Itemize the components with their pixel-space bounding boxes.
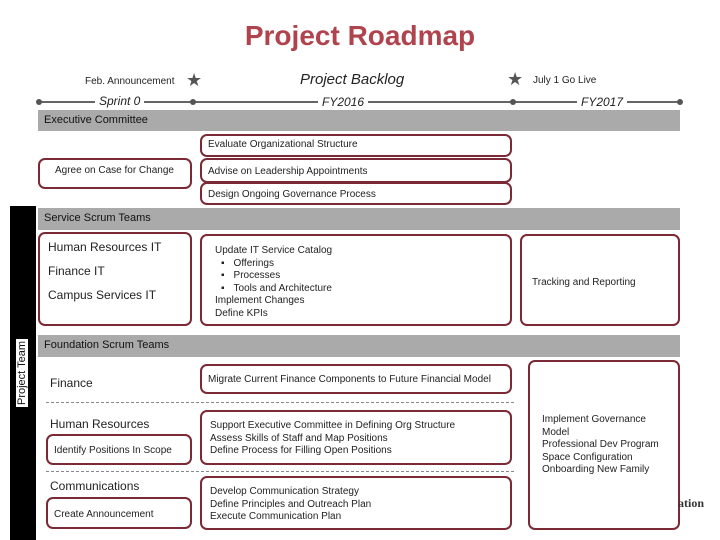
timeline-point bbox=[510, 99, 516, 105]
finance-migration-card: Migrate Current Finance Components to Fu… bbox=[200, 364, 512, 394]
right-item: Onboarding New Family bbox=[542, 464, 650, 476]
comms-task: Define Principles and Outreach Plan bbox=[210, 498, 372, 510]
governance-onboarding-card: Implement Governance Model Professional … bbox=[528, 360, 680, 530]
hr-task: Assess Skills of Staff and Map Positions bbox=[210, 432, 388, 444]
identify-positions-card: Identify Positions In Scope bbox=[46, 434, 192, 465]
catalog-item: Offerings bbox=[215, 258, 497, 271]
governance-process-card: Design Ongoing Governance Process bbox=[200, 182, 512, 205]
go-live-label: July 1 Go Live bbox=[533, 75, 597, 86]
foundation-scrum-band: Foundation Scrum Teams bbox=[38, 335, 680, 357]
project-backlog-label: Project Backlog bbox=[300, 71, 405, 88]
comms-task: Execute Communication Plan bbox=[210, 511, 342, 523]
right-item: Professional Dev Program bbox=[542, 439, 659, 451]
team-human-resources: Human Resources bbox=[50, 417, 150, 431]
sprint0-label: Sprint 0 bbox=[95, 94, 145, 108]
project-team-label: Project Team bbox=[16, 339, 28, 407]
page-title: Project Roadmap bbox=[244, 20, 476, 51]
advise-leadership-card: Advise on Leadership Appointments bbox=[200, 158, 512, 183]
case-for-change-card: Agree on Case for Change bbox=[38, 158, 192, 189]
right-item: Implement Governance Model bbox=[542, 414, 646, 438]
row-divider bbox=[46, 402, 514, 403]
hr-tasks-card: Support Executive Committee in Defining … bbox=[200, 410, 512, 465]
hr-task: Support Executive Committee in Defining … bbox=[210, 420, 456, 431]
star-icon: ★ bbox=[186, 70, 203, 90]
executive-committee-band: Executive Committee bbox=[38, 110, 680, 131]
row-divider bbox=[46, 471, 514, 472]
service-catalog-card: Update IT Service Catalog Offerings Proc… bbox=[200, 234, 512, 326]
team-finance: Finance bbox=[50, 376, 93, 390]
comms-task: Develop Communication Strategy bbox=[210, 486, 359, 497]
evaluate-structure-card: Evaluate Organizational Structure bbox=[200, 134, 512, 157]
implement-changes: Implement Changes bbox=[215, 295, 305, 307]
comms-tasks-card: Develop Communication Strategy Define Pr… bbox=[200, 476, 512, 530]
fy2017-label: FY2017 bbox=[577, 95, 628, 109]
hr-task: Define Process for Filling Open Position… bbox=[210, 445, 392, 457]
timeline-point bbox=[36, 99, 42, 105]
service-teams-card: Human Resources IT Finance IT Campus Ser… bbox=[38, 232, 192, 326]
logo-fragment: ation bbox=[678, 496, 705, 510]
create-announcement-card: Create Announcement bbox=[46, 497, 192, 529]
define-kpis: Define KPIs bbox=[215, 307, 268, 319]
team-finance-it: Finance IT bbox=[48, 264, 105, 278]
team-communications: Communications bbox=[50, 479, 140, 493]
timeline-point bbox=[190, 99, 196, 105]
team-campus-services-it: Campus Services IT bbox=[48, 288, 157, 302]
team-hr-it: Human Resources IT bbox=[48, 240, 162, 254]
fy2016-label: FY2016 bbox=[318, 95, 369, 109]
feb-announcement-label: Feb. Announcement bbox=[85, 76, 175, 87]
catalog-item: Processes bbox=[215, 270, 497, 283]
timeline-point bbox=[677, 99, 683, 105]
star-icon: ★ bbox=[507, 69, 524, 89]
catalog-item: Tools and Architecture bbox=[215, 283, 497, 296]
right-item: Space Configuration bbox=[542, 451, 633, 463]
tracking-reporting-card: Tracking and Reporting bbox=[520, 234, 680, 326]
catalog-title: Update IT Service Catalog bbox=[215, 245, 333, 256]
service-scrum-band: Service Scrum Teams bbox=[38, 208, 680, 230]
